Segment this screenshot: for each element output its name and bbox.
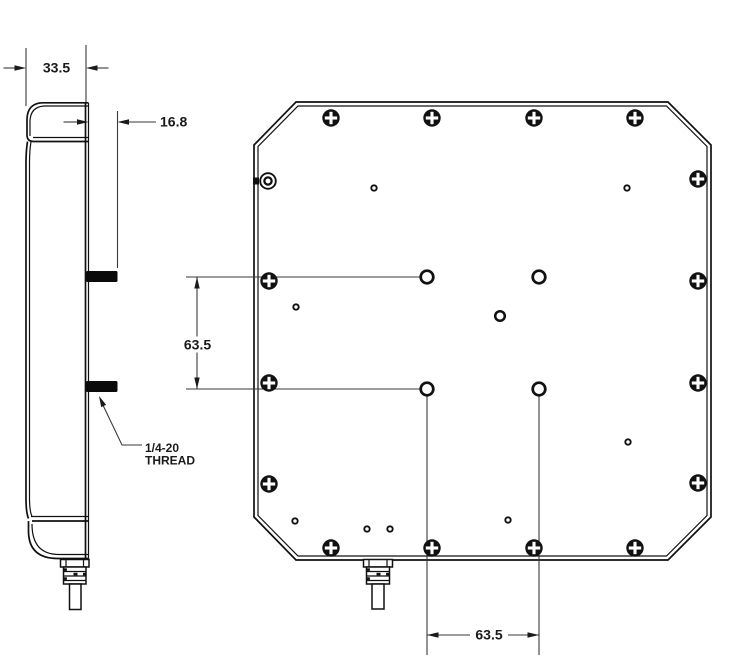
- dim-text-overall-depth: 33.5: [43, 60, 70, 76]
- grommet-edge-mark: [253, 177, 259, 185]
- thread-callout: 1/4-20 THREAD: [99, 396, 195, 468]
- screw-head: [260, 272, 278, 290]
- side-view: [25, 101, 119, 611]
- screw-head: [260, 475, 278, 493]
- side-radome-bottom-cap: [27, 521, 88, 560]
- dimension-lines: 33.5 16.8 63.5 63.5: [3, 45, 540, 655]
- side-radome-top-cap: [26, 101, 88, 143]
- screw-head: [626, 109, 644, 127]
- back-cable: [371, 583, 385, 610]
- grommet-inner: [263, 176, 273, 186]
- dimension-hole-spacing-vertical: 63.5: [180, 276, 420, 390]
- dim-text-hole-spacing-vertical: 63.5: [184, 337, 211, 353]
- dimension-boss-protrusion: 16.8: [63, 114, 187, 130]
- back-plate-outline-outer: [253, 101, 712, 561]
- screw-head: [322, 109, 340, 127]
- screw-head: [626, 539, 644, 557]
- side-radome-top-cap-inner: [29, 105, 88, 136]
- screw-head: [689, 170, 707, 188]
- pilot-hole: [363, 525, 371, 533]
- screw-head: [322, 539, 340, 557]
- side-radome-bottom-cap-inner: [31, 523, 88, 556]
- side-radome-body-front-outer: [25, 141, 30, 519]
- pilot-hole: [624, 438, 632, 446]
- center-hole: [493, 309, 507, 323]
- dim-text-boss-protrusion: 16.8: [160, 114, 187, 130]
- pilot-hole: [370, 184, 378, 192]
- side-cable: [68, 583, 82, 611]
- side-radome-body-front-inner: [28, 141, 33, 517]
- back-cable-connector: [362, 558, 394, 610]
- screw-head: [525, 109, 543, 127]
- mounting-holes-group: [419, 269, 547, 397]
- pilot-hole: [292, 303, 300, 311]
- side-thread-boss-bottom: [86, 381, 118, 392]
- screw-head: [423, 539, 441, 557]
- dimension-overall-depth: 33.5: [3, 45, 109, 106]
- pilot-holes-group: [291, 184, 632, 533]
- dim-text-hole-spacing-horizontal: 63.5: [475, 627, 502, 643]
- pilot-hole: [504, 516, 512, 524]
- mounting-hole: [531, 269, 547, 285]
- screw-head: [423, 109, 441, 127]
- screws-group: [260, 109, 707, 557]
- thread-note-line2: THREAD: [145, 454, 195, 468]
- screw-head: [689, 474, 707, 492]
- dimension-hole-spacing-horizontal: 63.5: [426, 396, 540, 655]
- screw-head: [525, 539, 543, 557]
- back-view: [253, 101, 712, 561]
- pilot-hole: [386, 525, 394, 533]
- pilot-hole: [291, 517, 299, 525]
- mounting-hole: [531, 381, 547, 397]
- screw-head: [689, 374, 707, 392]
- thread-note-line1: 1/4-20: [145, 441, 179, 455]
- screw-head: [689, 272, 707, 290]
- grommet-group: [259, 172, 277, 190]
- pilot-hole: [623, 184, 631, 192]
- side-cable-connector: [59, 558, 90, 611]
- mounting-hole: [419, 269, 435, 285]
- side-thread-boss-top: [86, 271, 118, 282]
- screw-head: [260, 374, 278, 392]
- mounting-hole: [419, 381, 435, 397]
- back-plate-outline-inner: [257, 105, 708, 557]
